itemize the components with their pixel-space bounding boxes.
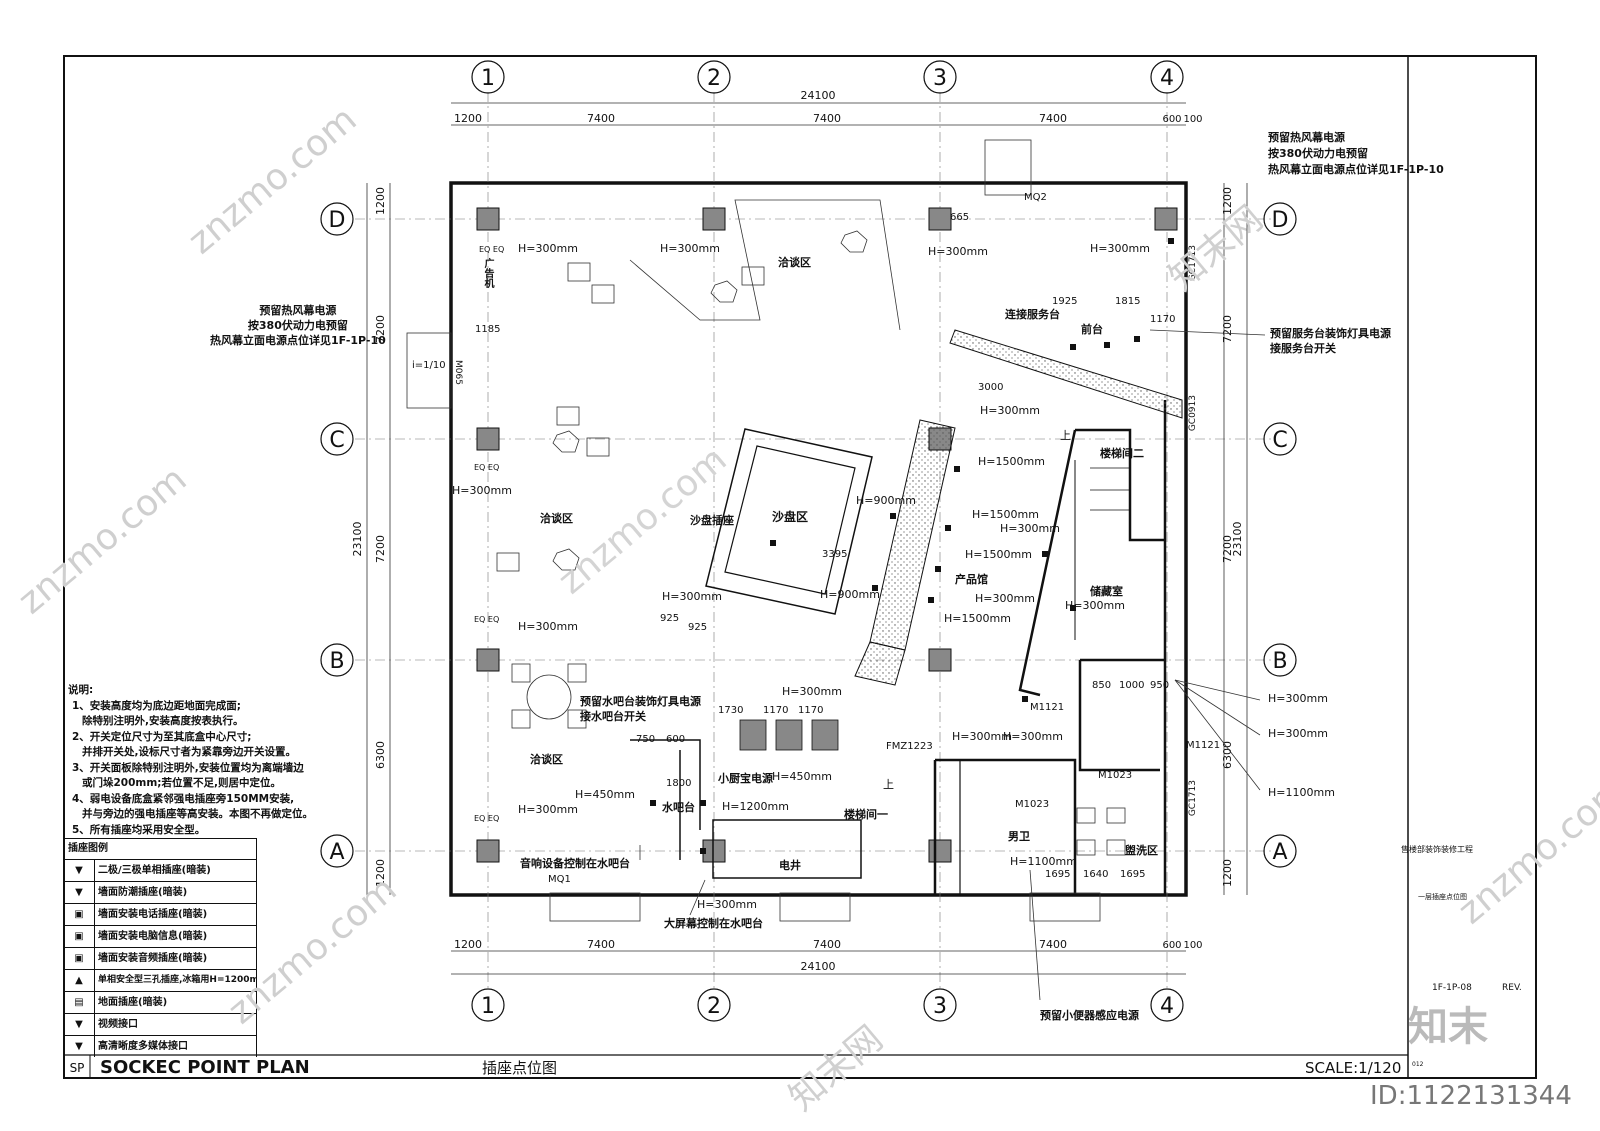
grid-bubbles-right: D C B A <box>1263 202 1297 868</box>
dim-bottom-seg-5: 600 <box>1162 940 1181 951</box>
dim-bottom-seg-1: 1200 <box>454 938 482 951</box>
dim-bottom-seg-2: 7400 <box>587 938 615 951</box>
stair-2-walls <box>1018 400 1167 895</box>
dim-right-total: 23100 <box>1231 522 1244 557</box>
bottom-dimensions: 1200 7400 7400 7400 600 100 24100 <box>451 938 1203 975</box>
grid-bubbles-bottom: 1 2 3 4 <box>471 988 1184 1022</box>
socket-symbols <box>650 238 1174 854</box>
dim-bottom-seg-6: 100 <box>1183 940 1202 951</box>
grid-label-4-bottom: 4 <box>1160 994 1174 1019</box>
dim-left-seg-2: 7200 <box>374 315 387 343</box>
grid-label-A-left: A <box>329 840 344 865</box>
lounge-furniture <box>496 199 901 729</box>
dim-bottom-total: 24100 <box>801 960 836 973</box>
dim-right-seg-1: 1200 <box>1221 187 1234 215</box>
grid-label-B-right: B <box>1272 649 1287 674</box>
dim-bottom-seg-4: 7400 <box>1039 938 1067 951</box>
washbasins <box>1076 807 1126 856</box>
grid-label-D-left: D <box>329 208 346 233</box>
left-dimensions: 23100 1200 7200 7200 6300 1200 <box>351 183 391 895</box>
structural-columns <box>476 207 1178 863</box>
dim-left-seg-4: 6300 <box>374 741 387 769</box>
small-code: 012 <box>1412 1061 1424 1068</box>
dim-left-seg-1: 1200 <box>374 187 387 215</box>
grid-label-B-left: B <box>329 649 344 674</box>
right-dimensions: 23100 1200 7200 7200 6300 1200 <box>1221 183 1248 895</box>
dim-top-seg-6: 100 <box>1183 114 1202 125</box>
project-name: 售楼部装饰装修工程 <box>1401 844 1473 854</box>
grid-label-D-right: D <box>1272 208 1289 233</box>
grid-label-A-right: A <box>1272 840 1287 865</box>
id-text: ID:1122131344 <box>1370 1081 1572 1111</box>
dim-right-seg-2: 7200 <box>1221 315 1234 343</box>
grid-bubbles-top: 1 2 3 4 <box>471 60 1184 94</box>
dim-left-total: 23100 <box>351 522 364 557</box>
sand-table <box>705 419 956 686</box>
grid-label-3-top: 3 <box>933 66 947 91</box>
grid-label-C-left: C <box>329 428 344 453</box>
leader-lines <box>639 329 1266 1001</box>
dim-bottom-seg-3: 7400 <box>813 938 841 951</box>
dim-left-seg-5: 1200 <box>374 859 387 887</box>
dim-top-total: 24100 <box>801 89 836 102</box>
drawing-scale: SCALE:1/120 <box>1305 1059 1401 1077</box>
sheet-number: 1F-1P-08 <box>1432 983 1472 993</box>
building-outline <box>449 181 1188 897</box>
dim-right-seg-3: 7200 <box>1221 535 1234 563</box>
dim-right-seg-4: 6300 <box>1221 741 1234 769</box>
wc-walls <box>933 658 1165 895</box>
dim-top-seg-1: 1200 <box>454 112 482 125</box>
drawing-title-en: SOCKEC POINT PLAN <box>100 1057 310 1078</box>
grid-label-2-bottom: 2 <box>707 994 721 1019</box>
front-desk-counter <box>949 329 1183 419</box>
sp-label: SP <box>70 1061 85 1075</box>
water-bar-walls <box>630 739 862 879</box>
top-dimensions: 24100 1200 7400 7400 7400 600 100 <box>451 89 1203 126</box>
dim-top-seg-4: 7400 <box>1039 112 1067 125</box>
grid-label-4-top: 4 <box>1160 66 1174 91</box>
rev-label: REV. <box>1502 983 1522 993</box>
dim-top-seg-5: 600 <box>1162 114 1181 125</box>
grid-label-2-top: 2 <box>707 66 721 91</box>
drawing-title-cn: 插座点位图 <box>482 1059 557 1077</box>
dim-left-seg-3: 7200 <box>374 535 387 563</box>
kitchen-appliances <box>739 719 839 751</box>
grid-label-3-bottom: 3 <box>933 994 947 1019</box>
grid-bubbles-left: D C B A <box>320 202 354 868</box>
logo-watermark: 知末 <box>1408 1004 1488 1050</box>
grid-label-1-bottom: 1 <box>481 994 495 1019</box>
exterior-details <box>406 139 1101 922</box>
grid-label-C-right: C <box>1272 428 1287 453</box>
dim-top-seg-2: 7400 <box>587 112 615 125</box>
sheet-border <box>63 55 1537 1079</box>
sheet-name: 一层插座点位图 <box>1418 892 1467 901</box>
dim-right-seg-5: 1200 <box>1221 859 1234 887</box>
grid-label-1-top: 1 <box>481 66 495 91</box>
dim-top-seg-3: 7400 <box>813 112 841 125</box>
